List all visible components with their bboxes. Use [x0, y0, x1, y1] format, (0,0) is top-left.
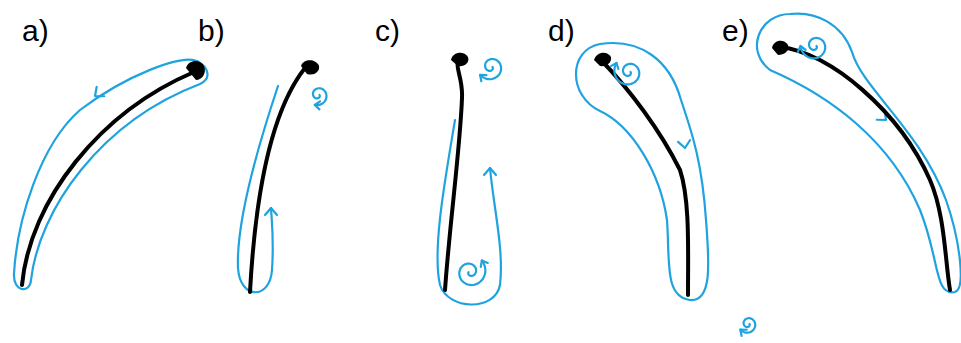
flow-arrow	[265, 208, 277, 215]
head-blob	[451, 53, 468, 66]
panel-label: e)	[722, 16, 749, 46]
flow-arrow	[484, 168, 496, 175]
vortex-arrow	[314, 101, 320, 109]
vortex-arrow	[738, 327, 747, 336]
flow-arrow	[678, 140, 691, 149]
flow-loop	[14, 60, 208, 289]
flow-loop	[576, 43, 708, 300]
flagellum	[250, 68, 305, 292]
head-blob	[186, 61, 205, 80]
panel-label: d)	[548, 16, 575, 46]
vortex-arrow	[611, 61, 620, 69]
flagellum	[780, 47, 950, 290]
flow-loop	[757, 14, 961, 293]
vortex-arrow	[478, 72, 487, 81]
vortex-spiral	[480, 59, 501, 79]
vortex-arrow	[478, 259, 487, 267]
flagellum	[22, 72, 194, 285]
head-blob	[301, 60, 319, 74]
panel-label: a)	[22, 16, 49, 46]
flagellum	[445, 60, 462, 290]
flow-arrow	[91, 87, 104, 101]
flagellum	[601, 60, 688, 295]
panel-label: b)	[198, 16, 225, 46]
vortex-arrow	[797, 45, 806, 52]
panel-label: c)	[375, 16, 400, 46]
flow-line	[238, 86, 278, 292]
head-blob	[594, 53, 611, 66]
head-blob	[772, 41, 788, 55]
